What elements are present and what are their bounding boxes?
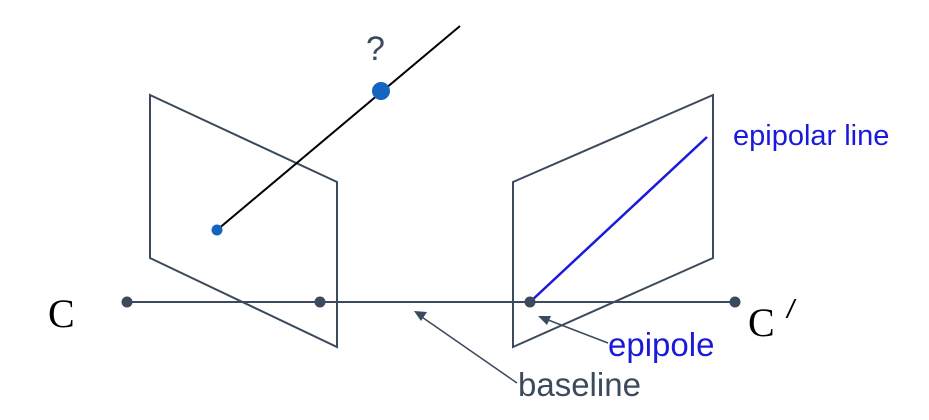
epipolar-line-label: epipolar line	[733, 120, 889, 152]
epipole-left	[314, 296, 326, 308]
baseline-arrow	[414, 311, 518, 384]
camera-center-right	[729, 296, 741, 308]
epipole-label: epipole	[608, 326, 714, 363]
camera-right-label: C	[748, 300, 775, 345]
epipolar-line	[529, 136, 708, 303]
epipole-arrow	[538, 316, 609, 344]
right-image-plane	[512, 93, 714, 349]
camera-right-prime-label: /	[785, 294, 797, 324]
left-image-plane	[149, 93, 338, 349]
world-point	[372, 82, 390, 100]
question-mark-label: ?	[366, 30, 385, 68]
baseline-label: baseline	[518, 366, 641, 403]
camera-left-label: C	[48, 291, 75, 336]
camera-center-left	[121, 296, 133, 308]
epipole-right	[524, 296, 536, 308]
projection-ray	[216, 25, 461, 231]
image-point	[211, 224, 223, 236]
